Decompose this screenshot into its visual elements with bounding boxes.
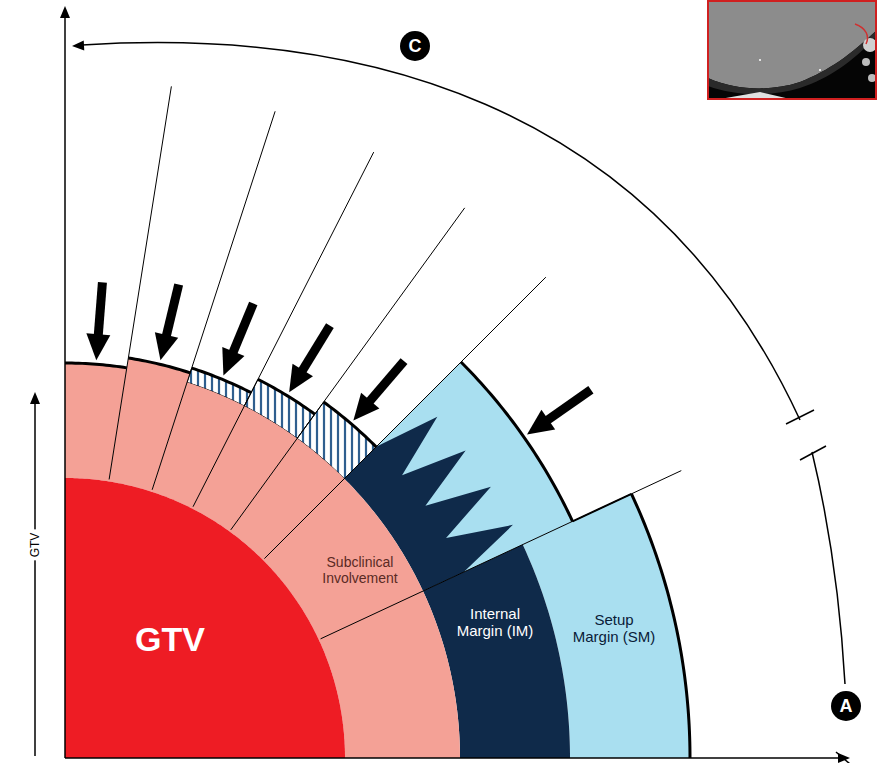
pointer-arrow [86,333,110,360]
node-text: A [840,696,853,717]
edge-line [128,358,190,373]
inset-border [708,1,876,99]
pointer-arrow [289,364,313,392]
axis-line [64,10,66,758]
setup-margin-label: Setup Margin (SM) [570,611,658,646]
pointer-arrow [527,410,555,435]
node-text: Internal Margin (IM) [454,605,536,640]
pointer-arrow [155,332,178,360]
node-text: C [409,36,422,57]
dimension-tick [786,410,814,424]
node-text: GTV [135,620,205,659]
dimension-tick [800,446,826,460]
pointer-arrow [222,347,244,376]
edge-line [192,368,251,393]
division-line [152,111,275,490]
division-line [193,152,374,507]
axis-line [65,757,845,759]
pointer-arrow [353,393,379,421]
dimension-tick [836,752,850,763]
axis-label: GTV [28,530,42,561]
dimension-arrow [30,392,40,404]
dimension-line [34,398,36,756]
callout-letter: A [831,691,861,721]
edge-line [65,363,127,368]
pointer-arrow [232,303,253,355]
dimension-arc [82,43,800,420]
internal-margin-label: Internal Margin (IM) [454,605,536,640]
subclinical-band-label: Subclinical Involvement [304,554,416,586]
edge-line [258,379,315,414]
axis-arrow [60,6,70,18]
node-text: Subclinical Involvement [304,554,416,586]
division-line [109,86,171,479]
dimension-arrow [72,40,84,50]
dimension-arc [812,452,845,684]
edge-line [461,362,573,521]
subclinical-band [65,363,127,481]
pointer-arrow [301,326,330,374]
pointer-arrow [166,284,179,338]
gtv-region: GTV [135,620,205,659]
ct-inset [708,0,877,99]
pointer-arrow [98,282,102,338]
pointer-arrow [368,361,404,404]
division-line [264,277,545,558]
callout-letter: C [400,31,430,61]
division-line [231,208,465,530]
pointer-arrow [545,390,591,422]
node-text: Setup Margin (SM) [570,611,658,646]
edge-line [631,494,690,758]
